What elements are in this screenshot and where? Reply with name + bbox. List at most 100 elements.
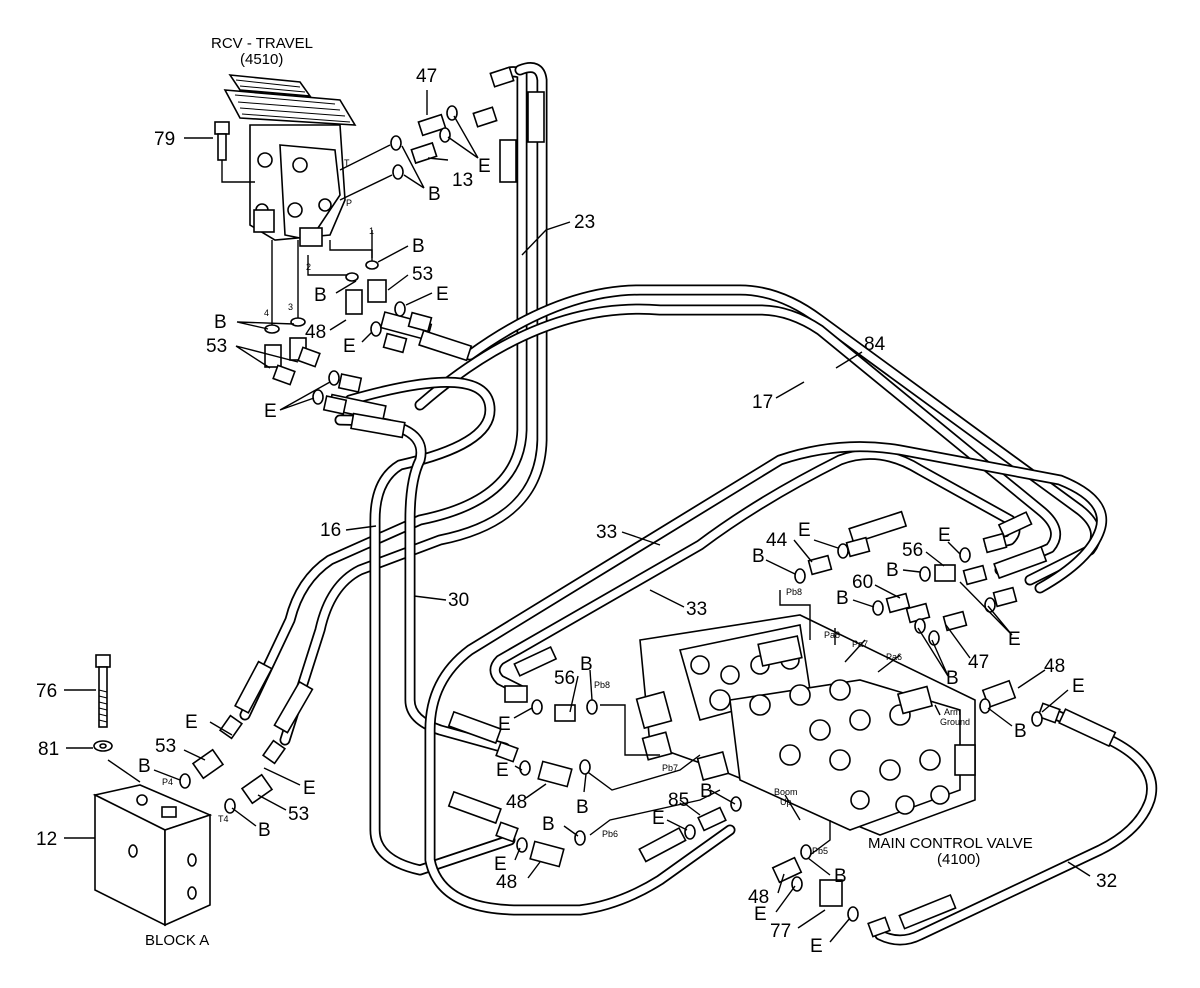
o-rings — [179, 105, 1043, 922]
callout-85: 85 — [668, 790, 689, 811]
callout-60: 60 — [852, 572, 873, 593]
callout-e: E — [343, 336, 356, 357]
port-pb8: Pb8 — [786, 587, 802, 597]
label-arm: Arm — [944, 707, 961, 717]
callout-b: B — [700, 781, 713, 802]
bolt-76 — [95, 654, 111, 728]
callout-23: 23 — [574, 212, 595, 233]
callout-84: 84 — [864, 334, 886, 355]
rcv-travel-valve — [223, 74, 357, 247]
callout-77: 77 — [770, 921, 791, 942]
titles: RCV - TRAVEL (4510) MAIN CONTROL VALVE (… — [145, 35, 1033, 949]
callout-16: 16 — [320, 520, 341, 541]
callout-47: 47 — [968, 652, 989, 673]
callout-e: E — [754, 904, 767, 925]
callout-48: 48 — [1044, 656, 1065, 677]
callout-b: B — [314, 285, 327, 306]
callout-e: E — [498, 714, 511, 735]
callout-b: B — [138, 756, 151, 777]
pipe-network — [239, 62, 1158, 946]
callout-b: B — [580, 654, 593, 675]
callout-33: 33 — [596, 522, 617, 543]
callout-leaders — [64, 90, 1091, 943]
rcv-title: RCV - TRAVEL — [211, 35, 313, 52]
callout-53: 53 — [412, 264, 433, 285]
label-up: Up — [780, 797, 792, 807]
port-pb7: Pb7 — [662, 763, 678, 773]
callout-b: B — [836, 588, 849, 609]
callout-76: 76 — [36, 681, 57, 702]
callout-e: E — [810, 936, 823, 957]
callout-47: 47 — [416, 66, 437, 87]
callout-e: E — [264, 401, 277, 422]
callout-53: 53 — [288, 804, 309, 825]
port-1: 1 — [369, 226, 374, 236]
port-t4: T4 — [218, 814, 229, 824]
callout-44: 44 — [766, 530, 788, 551]
callout-e: E — [478, 156, 491, 177]
callout-12: 12 — [36, 829, 57, 850]
port-pb6: Pb6 — [602, 829, 618, 839]
callout-13: 13 — [452, 170, 473, 191]
port-pa7: Pa7 — [852, 639, 868, 649]
port-pa6: Pa6 — [886, 652, 902, 662]
port-4: 4 — [264, 308, 269, 318]
fittings — [191, 66, 1061, 938]
callout-e: E — [1072, 676, 1085, 697]
block-a — [92, 759, 213, 927]
callout-b: B — [576, 797, 589, 818]
label-ground: Ground — [940, 717, 970, 727]
callout-b: B — [412, 236, 425, 257]
callout-33: 33 — [686, 599, 707, 620]
port-2: 2 — [306, 262, 311, 272]
callout-e: E — [938, 525, 951, 546]
callout-b: B — [214, 312, 227, 333]
mcv-leader-lines — [584, 590, 941, 856]
callout-b: B — [1014, 721, 1027, 742]
callout-56: 56 — [902, 540, 923, 561]
mcv-title: MAIN CONTROL VALVE — [868, 835, 1033, 852]
rcv-code: (4510) — [240, 51, 283, 68]
port-p4: P4 — [162, 777, 173, 787]
callout-e: E — [185, 712, 198, 733]
port-pb8: Pb8 — [594, 680, 610, 690]
callout-e: E — [436, 284, 449, 305]
callout-e: E — [1008, 629, 1021, 650]
callout-53: 53 — [206, 336, 227, 357]
callout-17: 17 — [752, 392, 773, 413]
block-a-title: BLOCK A — [145, 932, 209, 949]
callout-48: 48 — [305, 322, 326, 343]
callout-b: B — [834, 866, 847, 887]
callout-79: 79 — [154, 129, 175, 150]
port-t: T — [344, 158, 350, 168]
callout-e: E — [303, 778, 316, 799]
washer-81 — [93, 740, 113, 752]
bolt-79 — [214, 121, 255, 183]
callout-48: 48 — [506, 792, 527, 813]
callout-b: B — [258, 820, 271, 841]
rcv-leader-lines — [271, 144, 393, 325]
callout-e: E — [494, 854, 507, 875]
callout-e: E — [652, 808, 665, 829]
callout-e: E — [496, 760, 509, 781]
callout-b: B — [542, 814, 555, 835]
callout-32: 32 — [1096, 871, 1117, 892]
callout-48: 48 — [496, 872, 517, 893]
port-p: P — [346, 198, 352, 208]
callout-b: B — [946, 668, 959, 689]
main-control-valve — [635, 614, 976, 836]
callout-30: 30 — [448, 590, 469, 611]
port-labels: T P 1 2 3 4 Pb8 Pa8 Pa7 Pa6 Pb8 Pb7 Pb6 … — [162, 158, 970, 856]
callout-b: B — [752, 546, 765, 567]
callout-81: 81 — [38, 739, 59, 760]
callout-b: B — [886, 560, 899, 581]
mcv-code: (4100) — [937, 851, 980, 868]
port-pb5: Pb5 — [812, 846, 828, 856]
callout-e: E — [798, 520, 811, 541]
port-3: 3 — [288, 302, 293, 312]
callout-53: 53 — [155, 736, 176, 757]
callout-56: 56 — [554, 668, 575, 689]
callout-48: 48 — [748, 887, 769, 908]
callout-b: B — [428, 184, 441, 205]
